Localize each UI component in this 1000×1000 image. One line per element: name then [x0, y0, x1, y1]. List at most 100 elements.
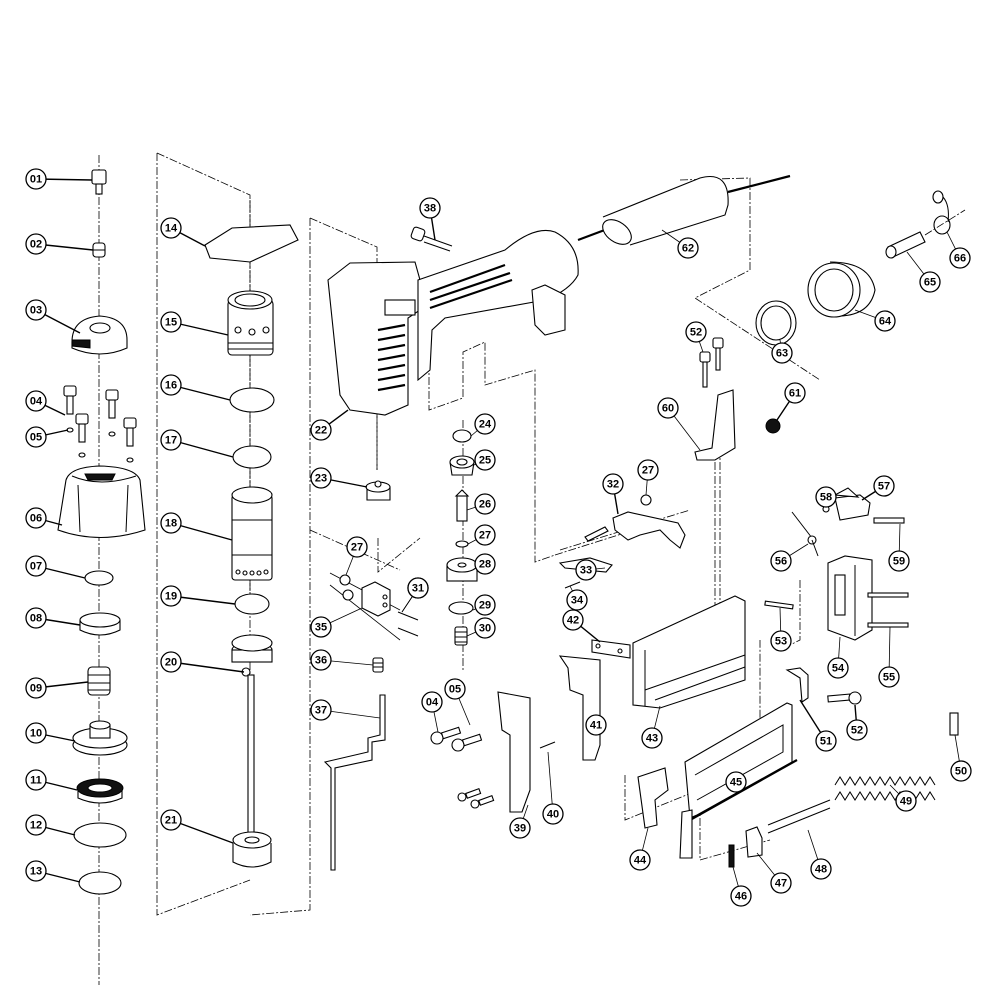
callout-number: 27 [351, 542, 363, 554]
callout-number: 15 [165, 317, 177, 329]
callout-46: 46 [730, 866, 752, 907]
callout-number: 17 [165, 435, 177, 447]
callout-number: 52 [690, 327, 702, 339]
callout-number: 25 [479, 455, 491, 467]
callout-bubble [874, 310, 896, 332]
part-46-end-cap [728, 844, 735, 868]
callout-27: 27 [467, 524, 496, 546]
callout-bubble [160, 809, 182, 831]
callout-bubble [725, 771, 747, 793]
callout-bubble [160, 311, 182, 333]
callout-number: 05 [30, 432, 42, 444]
part-59-pin [873, 517, 905, 524]
callout-bubble [160, 429, 182, 451]
callout-bubble [474, 413, 496, 435]
callout-38: 38 [419, 197, 441, 241]
part-64-end-cap [807, 261, 876, 318]
callout-bubble [641, 727, 663, 749]
part-29-o-ring [448, 601, 474, 615]
callout-bubble [873, 475, 895, 497]
callout-number: 08 [30, 613, 42, 625]
callout-number: 66 [954, 253, 966, 265]
callout-bubble [810, 858, 832, 880]
part-25-bushing [449, 455, 475, 476]
callout-number: 33 [580, 565, 592, 577]
callout-number: 34 [571, 595, 584, 607]
parts-trigger [558, 494, 691, 589]
part-52-bolts-top [699, 337, 724, 388]
callout-number: 62 [682, 243, 694, 255]
part-31-pin [559, 509, 691, 551]
callout-bubble [160, 651, 182, 673]
part-18-cylinder [231, 486, 273, 581]
callout-bubble [827, 657, 849, 679]
callout-number: 30 [479, 623, 491, 635]
part-21-bumper [232, 831, 272, 868]
callout-bubble [444, 678, 466, 700]
callout-25: 25 [473, 449, 496, 471]
callout-number: 59 [893, 556, 905, 568]
callout-10: 10 [25, 722, 76, 744]
part-48-rods [767, 799, 831, 834]
callout-number: 55 [883, 672, 895, 684]
part-38-screws-nose [457, 788, 495, 809]
callout-bubble [25, 814, 47, 836]
callout-27: 27 [637, 459, 659, 496]
callout-63: 63 [771, 339, 793, 364]
callout-bubble [542, 803, 564, 825]
callout-05: 05 [25, 426, 69, 448]
callout-number: 37 [315, 705, 327, 717]
callout-number: 56 [775, 556, 787, 568]
callout-bubble [310, 419, 332, 441]
part-51-bracket [785, 667, 809, 703]
callout-number: 29 [479, 600, 491, 612]
callout-number: 09 [30, 683, 42, 695]
part-38-screw-top [410, 226, 453, 252]
callout-number: 13 [30, 866, 42, 878]
part-10-valve-seat [72, 720, 128, 756]
part-55-pins [867, 592, 909, 628]
callout-bubble [846, 719, 868, 741]
callout-bubble [25, 860, 47, 882]
callout-51: 51 [799, 699, 837, 752]
part-30-spring [454, 626, 468, 646]
part-39-nose-plate [497, 691, 531, 813]
parts-nose-magazine [430, 595, 959, 868]
callout-48: 48 [807, 829, 832, 880]
part-08-ring [79, 612, 121, 636]
callout-bubble [160, 217, 182, 239]
callout-number: 11 [30, 775, 42, 787]
callout-bubble [25, 507, 47, 529]
callout-number: 48 [815, 864, 827, 876]
part-41-guide-plate [558, 655, 601, 761]
callout-54: 54 [827, 636, 849, 679]
part-27-o-ring-b [339, 574, 351, 586]
part-62-grip [602, 174, 791, 246]
callout-49: 49 [889, 784, 917, 812]
callout-number: 54 [832, 663, 845, 675]
callout-01: 01 [25, 168, 93, 190]
callout-bubble [25, 168, 47, 190]
callout-bubble [602, 473, 624, 495]
leader-line [170, 819, 234, 844]
part-44-pusher [637, 767, 669, 829]
callout-15: 15 [160, 311, 229, 336]
callout-number: 27 [642, 465, 654, 477]
callout-41: 41 [585, 714, 607, 736]
callout-bubble [815, 730, 837, 752]
parts-trigger-valve [446, 420, 478, 670]
parts-left-column [57, 169, 146, 895]
callout-number: 04 [30, 396, 43, 408]
callout-bubble [25, 607, 47, 629]
part-63-o-ring [755, 300, 797, 346]
callout-bubble [575, 559, 597, 581]
callout-bubble [770, 630, 792, 652]
parts-safety [323, 572, 419, 871]
part-09-buffer [87, 666, 111, 696]
part-12-o-ring [73, 822, 127, 848]
part-15-head-valve [227, 290, 274, 356]
callout-number: 05 [449, 684, 461, 696]
part-60-belt-hook [694, 389, 736, 461]
callout-bubble [474, 553, 496, 575]
callout-14: 14 [160, 217, 206, 247]
